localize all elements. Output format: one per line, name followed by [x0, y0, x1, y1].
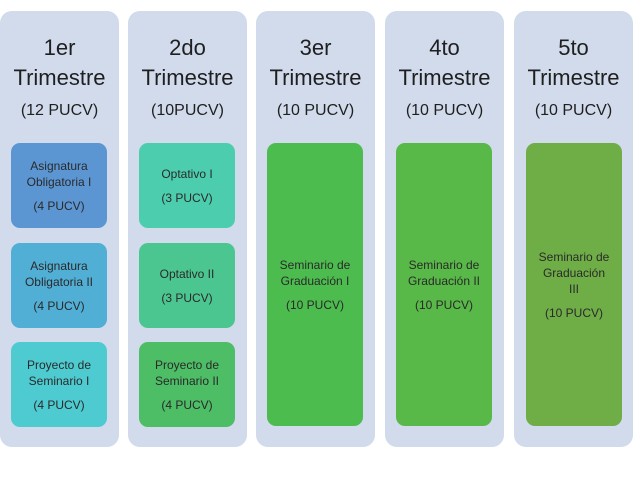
course-name-line2: Obligatoria II: [24, 274, 94, 289]
column-title: 2do Trimestre: [128, 33, 247, 93]
course-name: Seminario de Graduación III: [539, 249, 610, 297]
course-credits: (10 PUCV): [285, 297, 344, 312]
column-title-line1: 3er: [299, 35, 332, 60]
column-credits: (10 PUCV): [405, 102, 484, 119]
column-title-line2: Trimestre: [527, 65, 620, 90]
course-name-line1: Asignatura: [30, 258, 88, 273]
course-card-asignatura-obligatoria-1: Asignatura Obligatoria I (4 PUCV): [11, 143, 107, 228]
course-name-line3: III: [568, 281, 579, 296]
course-name-line2: Obligatoria I: [26, 174, 92, 189]
course-name-line1: Seminario de: [279, 257, 351, 272]
column-title-line1: 2do: [169, 35, 206, 60]
course-name: Asignatura Obligatoria II: [25, 258, 93, 290]
column-title-line1: 1er: [43, 35, 76, 60]
course-credits: (3 PUCV): [161, 190, 213, 205]
course-name: Asignatura Obligatoria I: [27, 158, 92, 190]
course-name: Proyecto de Seminario I: [27, 357, 91, 389]
column-title: 3er Trimestre: [256, 33, 375, 93]
course-card-proyecto-seminario-2: Proyecto de Seminario II (4 PUCV): [139, 342, 235, 427]
course-name-line2: Graduación II: [407, 273, 481, 288]
column-credits: (12 PUCV): [20, 102, 99, 119]
course-card-optativo-2: Optativo II (3 PUCV): [139, 243, 235, 328]
course-name-line1: Optativo I: [161, 166, 213, 181]
column-title: 5to Trimestre: [514, 33, 633, 93]
course-credits: (4 PUCV): [33, 198, 85, 213]
column-title-line2: Trimestre: [398, 65, 491, 90]
column-trimester-4: 4to Trimestre (10 PUCV) Seminario de Gra…: [385, 11, 504, 447]
course-name: Proyecto de Seminario II: [155, 357, 219, 389]
course-name-line1: Seminario de: [538, 249, 610, 264]
column-title-line2: Trimestre: [269, 65, 362, 90]
course-name: Optativo I: [161, 166, 212, 182]
course-name: Seminario de Graduación II: [408, 257, 480, 289]
course-credits: (4 PUCV): [33, 397, 85, 412]
course-card-optativo-1: Optativo I (3 PUCV): [139, 143, 235, 228]
course-card-asignatura-obligatoria-2: Asignatura Obligatoria II (4 PUCV): [11, 243, 107, 328]
column-title-line2: Trimestre: [141, 65, 234, 90]
course-name: Seminario de Graduación I: [280, 257, 351, 289]
column-credits: (10 PUCV): [534, 102, 613, 119]
course-name-line1: Asignatura: [30, 158, 88, 173]
column-credits: (10 PUCV): [276, 102, 355, 119]
course-credits: (3 PUCV): [161, 290, 213, 305]
column-trimester-5: 5to Trimestre (10 PUCV) Seminario de Gra…: [514, 11, 633, 447]
course-name-line1: Proyecto de: [154, 357, 220, 372]
course-card-seminario-graduacion-3: Seminario de Graduación III (10 PUCV): [526, 143, 622, 426]
column-title-line1: 5to: [558, 35, 589, 60]
course-card-proyecto-seminario-1: Proyecto de Seminario I (4 PUCV): [11, 342, 107, 427]
column-trimester-3: 3er Trimestre (10 PUCV) Seminario de Gra…: [256, 11, 375, 447]
course-name-line1: Optativo II: [159, 266, 215, 281]
course-credits: (10 PUCV): [544, 305, 603, 320]
course-name: Optativo II: [160, 266, 215, 282]
column-trimester-1: 1er Trimestre (12 PUCV) Asignatura Oblig…: [0, 11, 119, 447]
course-name-line2: Seminario I: [28, 373, 90, 388]
column-credits: (10PUCV): [151, 102, 224, 119]
course-credits: (4 PUCV): [161, 397, 213, 412]
column-title-line2: Trimestre: [13, 65, 106, 90]
course-name-line2: Graduación: [542, 265, 606, 280]
column-title: 1er Trimestre: [0, 33, 119, 93]
column-title-line1: 4to: [429, 35, 460, 60]
column-title: 4to Trimestre: [385, 33, 504, 93]
course-name-line2: Graduación I: [280, 273, 350, 288]
course-card-seminario-graduacion-1: Seminario de Graduación I (10 PUCV): [267, 143, 363, 426]
course-name-line2: Seminario II: [154, 373, 219, 388]
course-credits: (10 PUCV): [414, 297, 473, 312]
course-name-line1: Proyecto de: [26, 357, 92, 372]
course-name-line1: Seminario de: [408, 257, 480, 272]
column-trimester-2: 2do Trimestre (10PUCV) Optativo I (3 PUC…: [128, 11, 247, 447]
course-card-seminario-graduacion-2: Seminario de Graduación II (10 PUCV): [396, 143, 492, 426]
course-credits: (4 PUCV): [33, 298, 85, 313]
